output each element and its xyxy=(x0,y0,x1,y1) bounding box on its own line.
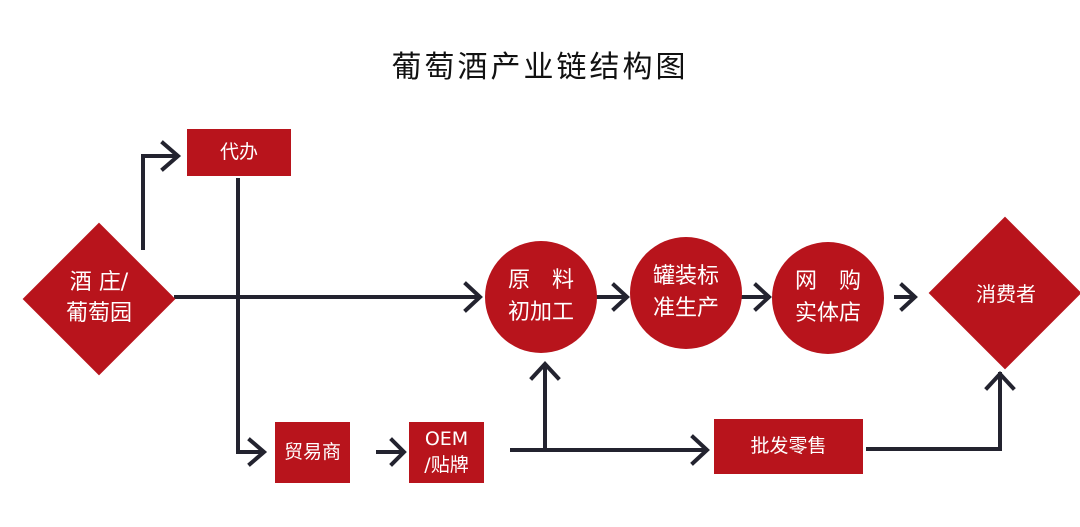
node-trader[interactable]: 贸易商 xyxy=(275,422,350,483)
arrowhead-consumer-up xyxy=(984,371,1016,391)
retail-online-line1: 网 购 xyxy=(794,269,861,295)
node-winery[interactable]: 酒 庄/ 葡萄园 xyxy=(22,222,176,376)
winery-label-line1: 酒 庄/ xyxy=(69,270,129,296)
edge-winery-agent xyxy=(141,154,178,250)
canning-line2: 准生产 xyxy=(652,296,719,321)
arrowhead-canning xyxy=(611,282,630,312)
oem-line2: /贴牌 xyxy=(424,453,469,476)
raw-processing-line2: 初加工 xyxy=(507,300,574,325)
node-canning[interactable]: 罐装标 准生产 xyxy=(630,237,742,349)
raw-processing-line1: 原 料 xyxy=(507,268,574,294)
arrowhead-raw-up xyxy=(529,361,561,381)
winery-label-line2: 葡萄园 xyxy=(65,301,132,326)
diagram-title: 葡萄酒产业链结构图 xyxy=(391,50,689,85)
node-retail-online[interactable]: 网 购 实体店 xyxy=(772,242,884,354)
node-wholesale[interactable]: 批发零售 xyxy=(714,419,863,474)
agent-label: 代办 xyxy=(219,140,258,163)
edge-agent-trader xyxy=(236,178,264,454)
wholesale-label: 批发零售 xyxy=(750,434,827,457)
node-consumer[interactable]: 消费者 xyxy=(922,216,1080,372)
node-oem[interactable]: OEM /贴牌 xyxy=(409,422,484,483)
arrowhead-wholesale xyxy=(690,434,710,466)
node-raw-processing[interactable]: 原 料 初加工 xyxy=(485,241,597,353)
edge-wholesale-consumer xyxy=(866,372,1002,451)
node-agent[interactable]: 代办 xyxy=(187,129,291,176)
trader-label: 贸易商 xyxy=(283,440,341,463)
arrowhead-raw xyxy=(463,281,483,313)
retail-online-line2: 实体店 xyxy=(794,301,861,326)
arrowhead-consumer xyxy=(899,282,918,312)
arrowhead-trader xyxy=(247,437,268,467)
arrowhead-retail xyxy=(753,282,772,312)
canning-line1: 罐装标 xyxy=(652,264,719,290)
consumer-label: 消费者 xyxy=(976,282,1036,306)
oem-line1: OEM xyxy=(424,427,469,450)
arrowhead-oem xyxy=(389,437,407,467)
arrowhead-agent xyxy=(160,140,182,172)
